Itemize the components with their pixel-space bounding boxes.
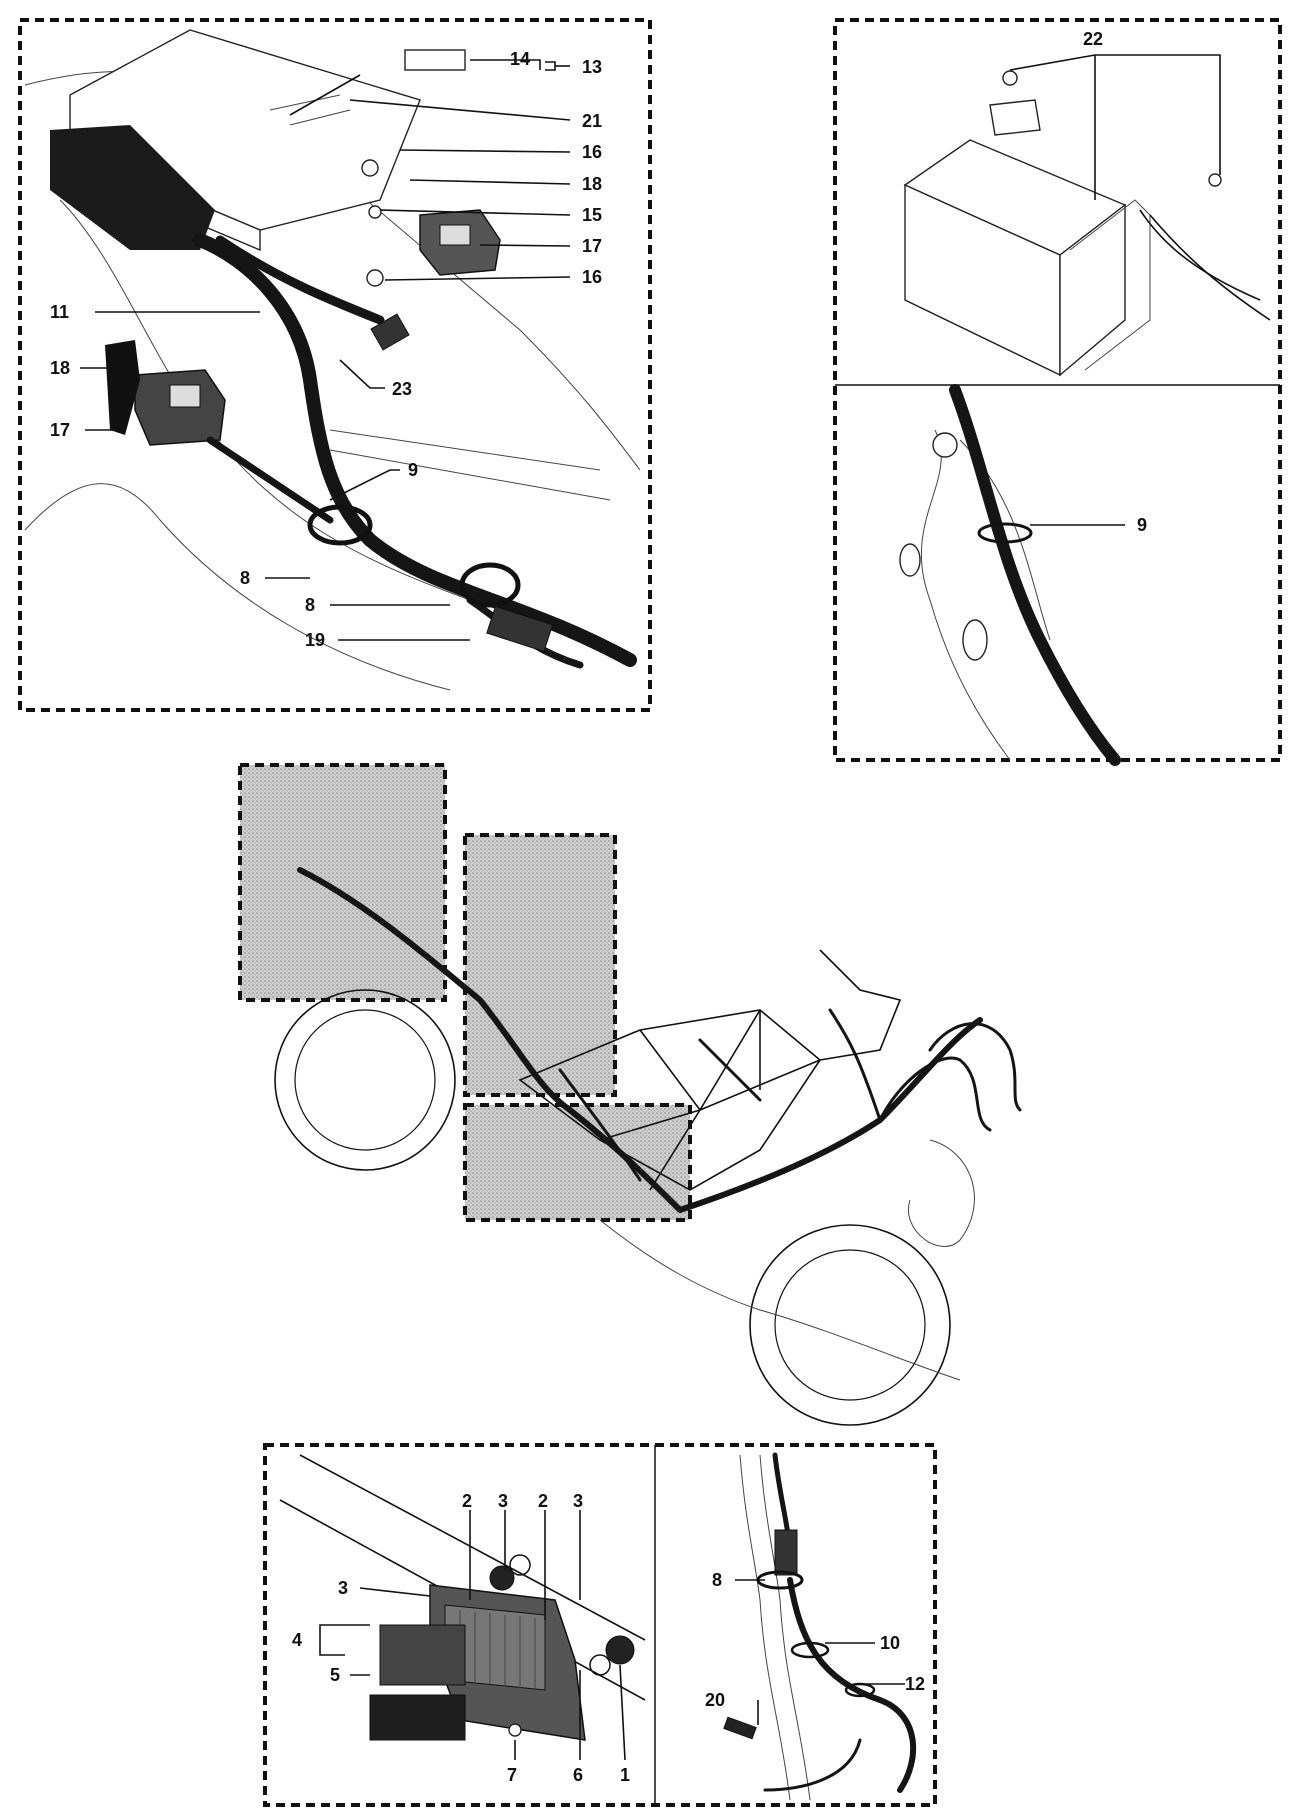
zone-frame-ecu bbox=[238, 763, 447, 1002]
branch-harness-upper bbox=[215, 235, 385, 325]
shaded-zone-battery bbox=[465, 835, 615, 1095]
terminal-screw-right bbox=[1208, 173, 1222, 187]
callout-5: 5 bbox=[330, 1665, 340, 1685]
callout-7: 7 bbox=[507, 1765, 517, 1785]
bottom-harness-lower bbox=[787, 1577, 917, 1793]
rear-wheel bbox=[274, 989, 456, 1171]
callout-8c: 8 bbox=[712, 1570, 722, 1590]
callout-1: 1 bbox=[620, 1765, 630, 1785]
callout-19: 19 bbox=[305, 630, 325, 650]
zone-frame-fuse bbox=[463, 1103, 692, 1222]
callout-9a: 9 bbox=[408, 460, 418, 480]
callout-17b: 17 bbox=[50, 420, 70, 440]
detail-frame-top-left bbox=[18, 18, 652, 712]
cable-tie-12 bbox=[844, 1682, 876, 1698]
callout-22: 22 bbox=[1083, 29, 1103, 49]
fuse-cover bbox=[379, 1624, 466, 1686]
callout-18b: 18 bbox=[50, 358, 70, 378]
callout-21: 21 bbox=[582, 111, 602, 131]
screw-upper bbox=[368, 205, 382, 219]
detail-panel-fusebox-area: 2 3 2 3 3 4 5 7 6 1 8 10 12 20 bbox=[263, 1443, 937, 1807]
callout-16b: 16 bbox=[582, 267, 602, 287]
terminal-clamp-left bbox=[989, 99, 1041, 136]
callout-13: 13 bbox=[582, 57, 602, 77]
branch-harness-lower bbox=[206, 436, 334, 524]
callout-20: 20 bbox=[705, 1690, 725, 1710]
shaded-zone-ecu bbox=[240, 765, 445, 1000]
grommet-upper bbox=[489, 1565, 515, 1591]
fuse-box-screw bbox=[508, 1723, 522, 1737]
callout-2b: 2 bbox=[538, 1491, 548, 1511]
body-outline bbox=[599, 1219, 961, 1381]
cable-tie-10 bbox=[790, 1641, 830, 1659]
callout-3b: 3 bbox=[573, 1491, 583, 1511]
relay-bracket bbox=[105, 340, 140, 435]
seat-outline bbox=[24, 483, 451, 691]
frame-rails bbox=[329, 429, 611, 501]
headlight-outline bbox=[907, 1139, 975, 1247]
terminal-screw-left bbox=[1002, 70, 1018, 86]
frame-tube-outline bbox=[920, 429, 1011, 761]
bottom-connector bbox=[774, 1529, 798, 1576]
cable-tie-9 bbox=[307, 504, 373, 546]
callout-3a: 3 bbox=[498, 1491, 508, 1511]
battery-harness bbox=[949, 384, 1121, 766]
callout-8b: 8 bbox=[305, 595, 315, 615]
connector-19 bbox=[486, 605, 554, 653]
front-wheel bbox=[749, 1224, 951, 1426]
callout-2a: 2 bbox=[462, 1491, 472, 1511]
connector-20 bbox=[723, 1716, 757, 1740]
callout-16a: 16 bbox=[582, 142, 602, 162]
callout-15: 15 bbox=[582, 205, 602, 225]
detail-frame-top-right bbox=[833, 18, 1282, 762]
spare-fuse-holder bbox=[369, 1694, 466, 1741]
ecu-connector-block bbox=[50, 125, 215, 250]
motorcycle-overview bbox=[238, 763, 1022, 1426]
callout-3c: 3 bbox=[338, 1578, 348, 1598]
washer-lower bbox=[366, 269, 384, 287]
relay-lower bbox=[105, 340, 226, 446]
callout-4: 4 bbox=[292, 1630, 302, 1650]
callout-10: 10 bbox=[880, 1633, 900, 1653]
detail-frame-bottom bbox=[263, 1443, 937, 1807]
battery bbox=[903, 139, 1151, 377]
callout-14: 14 bbox=[510, 49, 530, 69]
callout-11: 11 bbox=[50, 302, 69, 322]
main-harness bbox=[193, 233, 637, 667]
callout-6: 6 bbox=[573, 1765, 583, 1785]
cable-tie-8 bbox=[459, 562, 521, 608]
detail-panel-battery-area: 22 9 bbox=[833, 18, 1282, 766]
callout-8a: 8 bbox=[240, 568, 250, 588]
relay-upper bbox=[419, 209, 501, 276]
connector-23 bbox=[370, 313, 410, 351]
washer-upper bbox=[361, 159, 379, 177]
callout-12: 12 bbox=[905, 1674, 925, 1694]
ecu-unit bbox=[50, 29, 421, 252]
trellis-frame bbox=[518, 949, 902, 1191]
callout-9b: 9 bbox=[1137, 515, 1147, 535]
callout-17a: 17 bbox=[582, 236, 602, 256]
grommet-lower bbox=[605, 1635, 635, 1665]
connector-strip bbox=[404, 49, 466, 71]
callout-23: 23 bbox=[392, 379, 412, 399]
detail-panel-ecu-area: 14 13 21 16 18 15 17 16 11 18 23 17 9 8 … bbox=[18, 18, 652, 712]
cable-tie-battery bbox=[977, 522, 1033, 544]
fuse-box bbox=[429, 1584, 586, 1741]
callout-18a: 18 bbox=[582, 174, 602, 194]
